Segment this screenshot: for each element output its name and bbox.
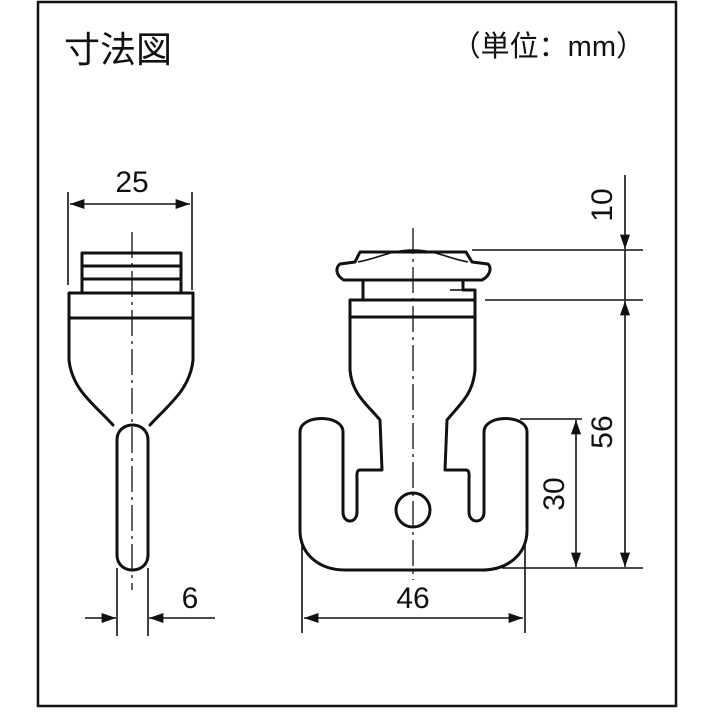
dimension-overall-width: 46 [301, 545, 526, 633]
drawing-frame [36, 0, 678, 708]
dimension-label-6: 6 [182, 582, 199, 615]
dimension-label-30: 30 [538, 477, 571, 510]
dimension-heights: 10 56 30 [472, 175, 643, 569]
side-view [67, 232, 195, 590]
dimension-label-10: 10 [586, 188, 619, 221]
dimension-label-25: 25 [115, 166, 148, 199]
unit-label: （単位：mm） [452, 30, 645, 63]
dimension-stem-width: 6 [85, 568, 215, 636]
dimension-width-side: 25 [67, 166, 193, 290]
dimension-label-56: 56 [586, 415, 619, 448]
front-view [298, 228, 529, 580]
drawing-title: 寸法図 [64, 29, 172, 70]
dimension-label-46: 46 [396, 582, 429, 615]
